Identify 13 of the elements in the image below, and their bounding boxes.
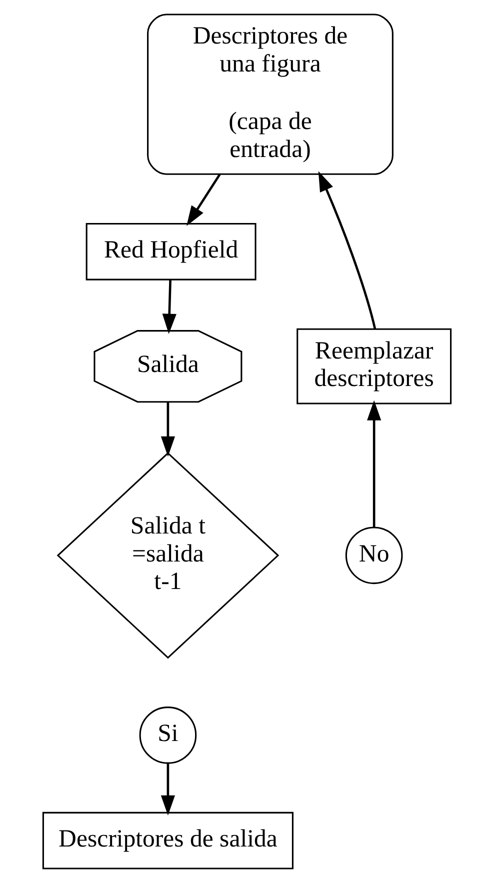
arrow: [160, 402, 175, 457]
node-box: Reemplazar descriptores: [296, 328, 452, 404]
node-circle: Si: [138, 706, 196, 764]
node-box: Red Hopfield: [85, 222, 256, 280]
arrow: [186, 174, 220, 226]
node-circle: No: [344, 526, 402, 584]
arrow: [366, 400, 381, 528]
node-diamond: Salida t =salida t-1: [56, 452, 279, 659]
node-box: Descriptores de salida: [42, 812, 293, 870]
arrow: [318, 171, 376, 330]
arrow: [162, 280, 176, 334]
arrow: [160, 764, 175, 816]
node-box: Descriptores de una figura (capa de entrada): [146, 14, 393, 175]
